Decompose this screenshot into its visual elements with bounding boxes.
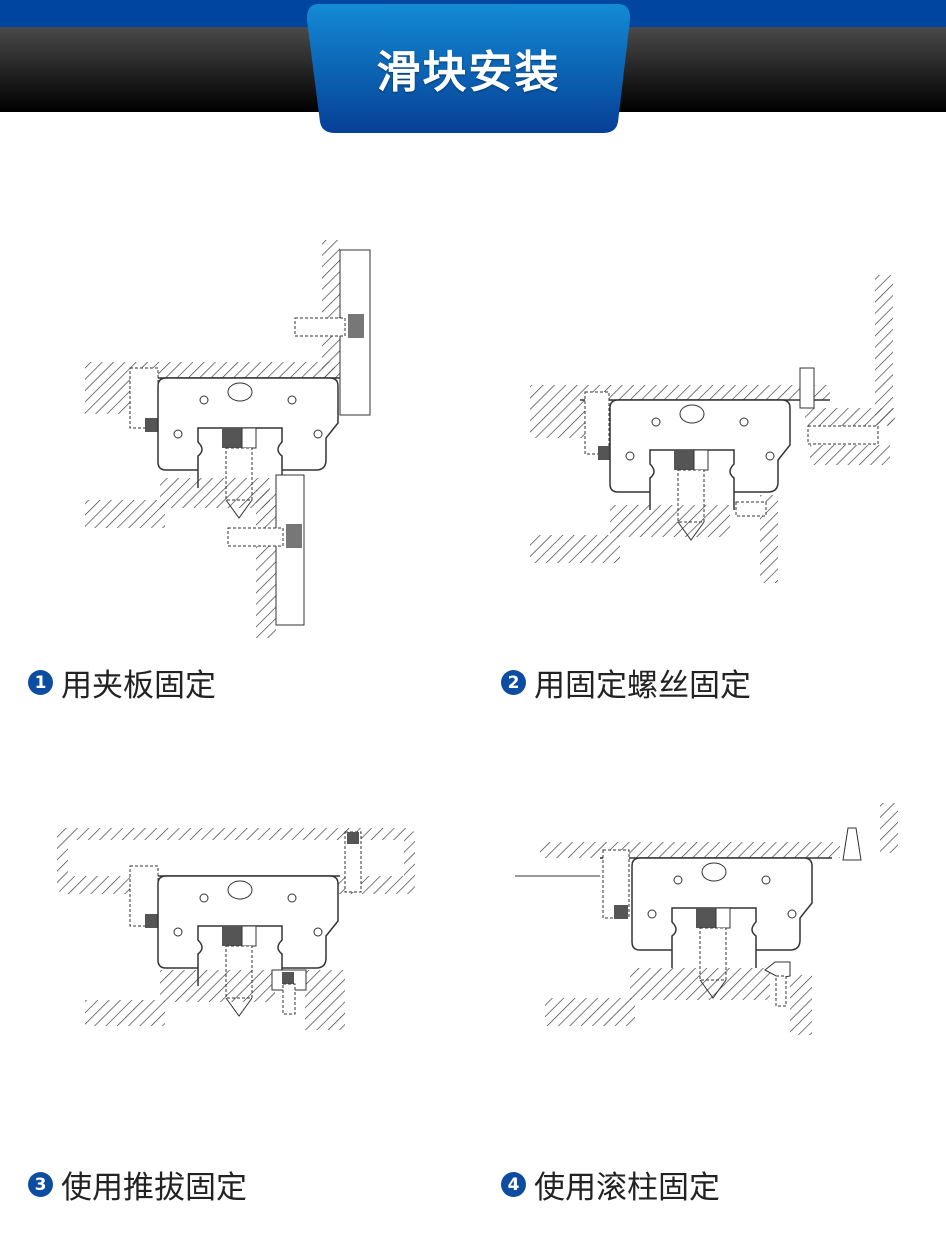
number-badge: 3 (28, 1172, 53, 1197)
diagram-set-screw (530, 275, 895, 583)
number-badge: 1 (28, 670, 53, 695)
diagram-roller (515, 803, 898, 1035)
number-badge: 4 (501, 1172, 526, 1197)
header-tab (306, 4, 631, 133)
diagram-taper-gib (57, 828, 415, 1030)
method-caption-2: 2 用固定螺丝固定 (501, 660, 751, 705)
diagram-clamp-plate (85, 240, 371, 638)
method-caption-3: 3 使用推拔固定 (28, 1162, 247, 1207)
method-caption-1: 1 用夹板固定 (28, 660, 216, 705)
number-badge: 2 (501, 670, 526, 695)
method-label: 用夹板固定 (61, 668, 216, 704)
method-label: 使用推拔固定 (61, 1170, 247, 1206)
method-label: 用固定螺丝固定 (534, 668, 751, 704)
page-title: 滑块安装 (376, 47, 561, 98)
method-label: 使用滚柱固定 (534, 1170, 720, 1206)
method-caption-4: 4 使用滚柱固定 (501, 1162, 720, 1207)
